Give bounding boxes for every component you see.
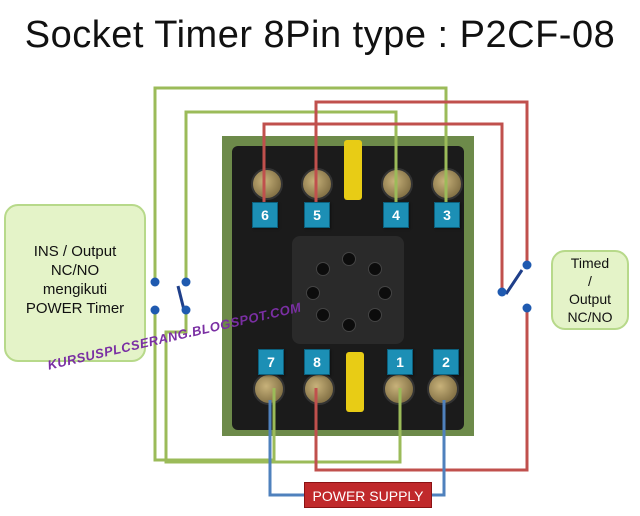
contact-point [150,277,160,287]
callout-line: Timed [570,255,610,271]
pin-label-3: 3 [434,202,460,228]
pin-label-7: 7 [258,349,284,375]
contact-point [181,277,191,287]
pin-hole [368,308,382,322]
callout-line: NC/NO [50,262,100,279]
callout-line: INS / Output [33,243,117,260]
power-supply-box: POWER SUPPLY [304,482,432,508]
wire-red-pin5 [314,100,529,265]
wire-red-pin8 [314,308,529,472]
pin-hole [368,262,382,276]
contact-point [181,305,191,315]
wire-green-pin1 [164,310,402,464]
switch-contact-left [176,285,186,311]
callout-line: mengikuti [42,281,108,298]
pin-label-4: 4 [383,202,409,228]
wire-green-pin7 [153,310,276,462]
pin-label-2: 2 [433,349,459,375]
terminal-screw [251,168,283,200]
wire-blue-pin7 [268,400,304,497]
wire-red-pin6 [262,122,504,290]
callout-timed-output: Timed / Output NC/NO [551,250,629,330]
callout-line: / [588,273,592,289]
socket-clip-top [344,140,362,200]
callout-line: Output [568,291,612,307]
pin-hole [316,308,330,322]
pin-hole [316,262,330,276]
pin-label-6: 6 [252,202,278,228]
page-title: Socket Timer 8Pin type : P2CF-08 [24,14,616,56]
socket-clip-bottom [346,352,364,412]
pin-label-8: 8 [304,349,330,375]
wire-green-pin3 [153,86,448,282]
pin-hole [306,286,320,300]
switch-contact-right [504,269,524,295]
terminal-screw [427,373,459,405]
callout-line: POWER Timer [25,300,125,317]
wire-blue-pin2 [432,400,446,497]
pin-label-5: 5 [304,202,330,228]
pin-hole [378,286,392,300]
contact-point [522,303,532,313]
contact-point [150,305,160,315]
pin-hole [342,252,356,266]
pin-hole [342,318,356,332]
wire-green-pin4 [184,110,398,282]
contact-point [522,260,532,270]
pin-label-1: 1 [387,349,413,375]
contact-point [497,287,507,297]
callout-line: NC/NO [567,309,613,325]
callout-ins-output: INS / Output NC/NO mengikuti POWER Timer [4,204,146,362]
